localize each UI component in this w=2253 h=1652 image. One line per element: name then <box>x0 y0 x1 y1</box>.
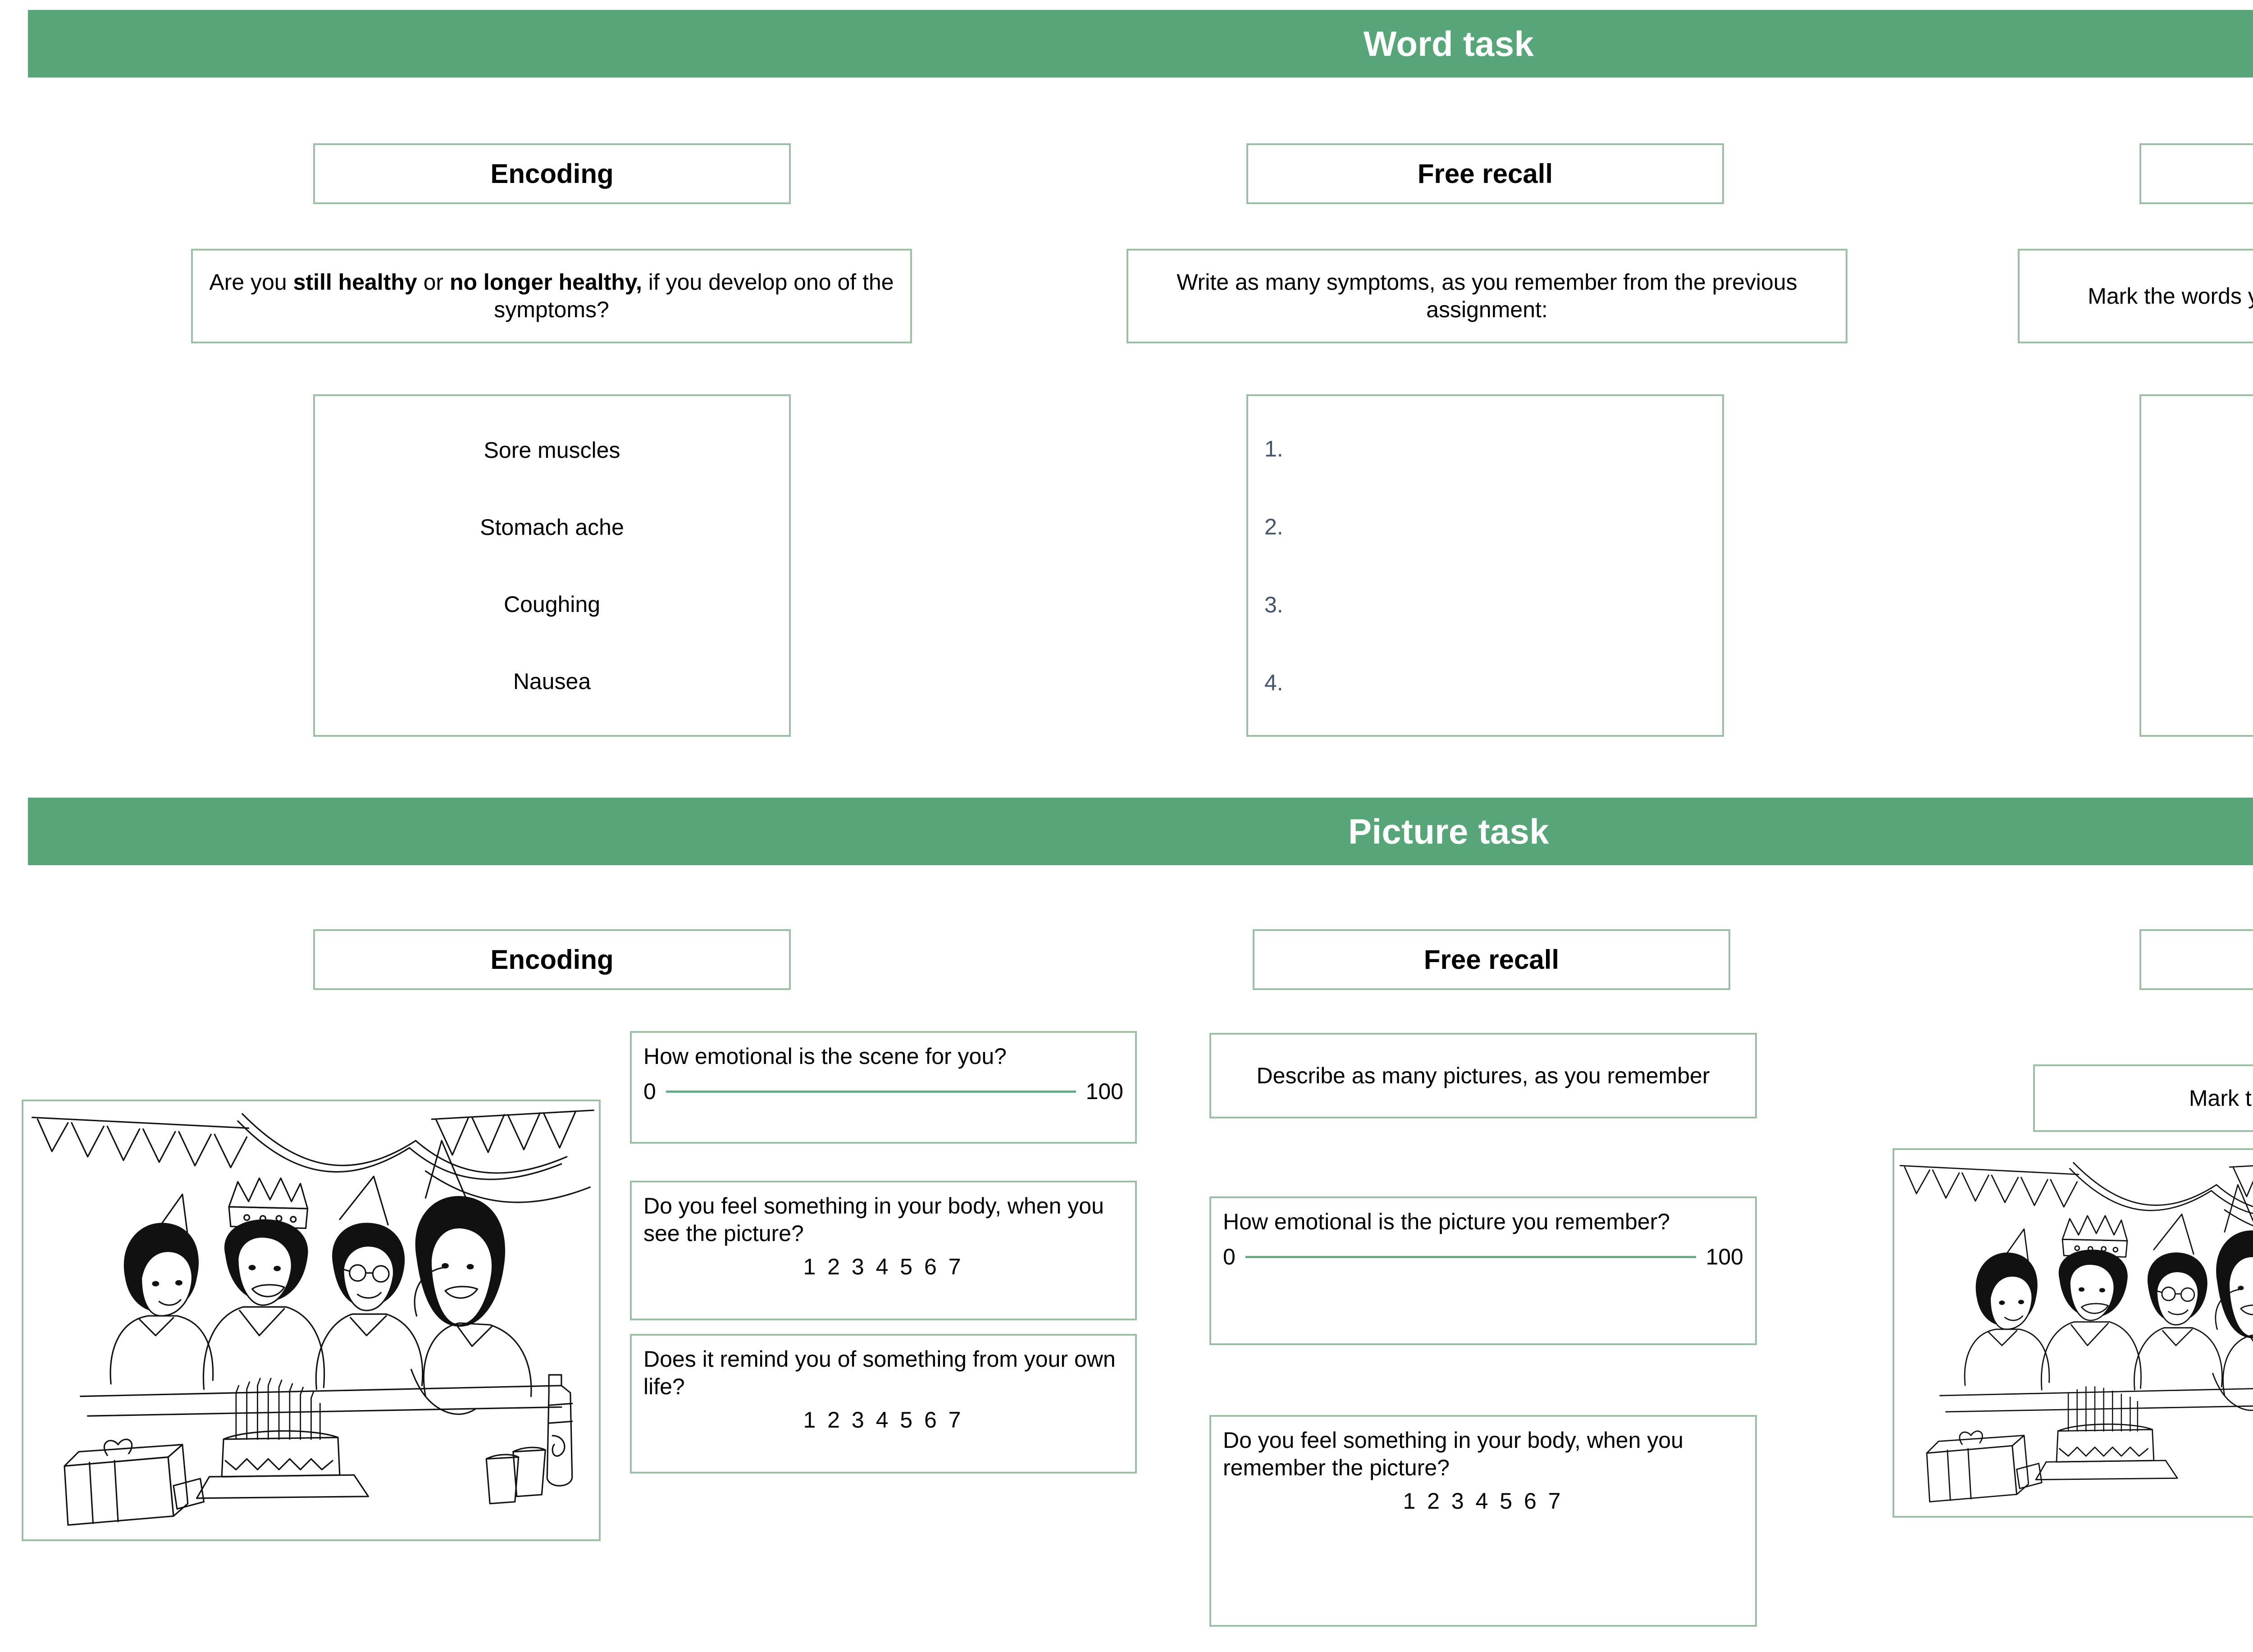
prompt-word-encoding: Are you still healthy or no longer healt… <box>191 249 912 343</box>
column-header-word-free-recall: Free recall <box>1246 143 1724 204</box>
likert-scale-1-7[interactable]: 1 2 3 4 5 6 7 <box>803 1407 964 1433</box>
column-header-word-recognition: Recognition <box>2139 143 2253 204</box>
answer-list-free-recall[interactable]: 1. 2. 3. 4. <box>1246 394 1724 737</box>
prompt-picture-recognition: Mark the picture you have seen before <box>2033 1064 2253 1132</box>
word-item[interactable]: Coughing <box>503 591 601 617</box>
question-card-picture-encoding-3: Does it remind you of something from you… <box>630 1334 1137 1474</box>
column-header-picture-free-recall: Free recall <box>1253 929 1730 990</box>
word-item[interactable]: Stomach ache <box>2141 514 2253 540</box>
column-header-word-encoding: Encoding <box>313 143 791 204</box>
slider-min-label: 0 <box>1223 1244 1236 1269</box>
section-title-picture-task: Picture task <box>1348 811 1549 851</box>
word-item[interactable]: Sore muscles <box>2141 437 2253 463</box>
prompt-word-encoding-text: Are you still healthy or no longer healt… <box>209 269 894 322</box>
section-title-word-task: Word task <box>1363 23 1534 64</box>
prompt-word-free-recall: Write as many symptoms, as you remember … <box>1126 249 1847 343</box>
answer-line-4[interactable]: 4. <box>1264 670 1283 695</box>
question-text: Does it remind you of something from you… <box>643 1346 1116 1399</box>
section-banner-picture-task: Picture task <box>28 798 2253 865</box>
word-item[interactable]: Nausea <box>513 668 591 694</box>
section-banner-word-task: Word task <box>28 10 2253 78</box>
column-header-picture-encoding: Encoding <box>313 929 791 990</box>
slider-track[interactable] <box>1245 1255 1696 1258</box>
question-card-picture-recall-2: Do you feel something in your body, when… <box>1209 1415 1757 1627</box>
word-item[interactable]: Sore muscles <box>483 437 620 463</box>
image-birthday-party-scene-encoding[interactable] <box>22 1100 601 1541</box>
question-card-picture-recall-1: How emotional is the picture you remembe… <box>1209 1196 1757 1345</box>
word-item[interactable]: Stomach ache <box>480 514 624 540</box>
slider-min-label: 0 <box>643 1079 656 1104</box>
likert-scale-1-7[interactable]: 1 2 3 4 5 6 7 <box>1403 1488 1564 1514</box>
emotion-slider[interactable]: 0 100 <box>1223 1244 1743 1270</box>
question-text: Do you feel something in your body, when… <box>1223 1428 1683 1480</box>
likert-scale-1-7[interactable]: 1 2 3 4 5 6 7 <box>803 1254 964 1279</box>
question-text: How emotional is the scene for you? <box>643 1044 1007 1069</box>
slider-max-label: 100 <box>1085 1079 1123 1104</box>
question-card-picture-encoding-1: How emotional is the scene for you? 0 10… <box>630 1031 1137 1144</box>
prompt-picture-free-recall: Describe as many pictures, as you rememb… <box>1209 1033 1757 1118</box>
question-card-picture-encoding-2: Do you feel something in your body, when… <box>630 1181 1137 1320</box>
word-list-recognition: Sore muscles Stomach ache Sneezing Nause… <box>2139 394 2253 737</box>
emotion-slider[interactable]: 0 100 <box>643 1078 1123 1104</box>
answer-line-3[interactable]: 3. <box>1264 592 1283 617</box>
slider-max-label: 100 <box>1706 1244 1743 1269</box>
answer-line-2[interactable]: 2. <box>1264 514 1283 539</box>
answer-line-1[interactable]: 1. <box>1264 436 1283 461</box>
column-header-picture-recognition: Recognition <box>2139 929 2253 990</box>
word-item[interactable]: Nausea <box>2141 668 2253 694</box>
word-list-encoding: Sore muscles Stomach ache Coughing Nause… <box>313 394 791 737</box>
prompt-word-recognition: Mark the words you have seen in the prev… <box>2018 249 2253 343</box>
question-text: Do you feel something in your body, when… <box>643 1193 1104 1246</box>
image-birthday-party-scene-recognition[interactable] <box>1893 1148 2253 1518</box>
question-text: How emotional is the picture you remembe… <box>1223 1209 1670 1234</box>
slider-track[interactable] <box>666 1090 1076 1093</box>
word-item[interactable]: Sneezing <box>2141 591 2253 617</box>
